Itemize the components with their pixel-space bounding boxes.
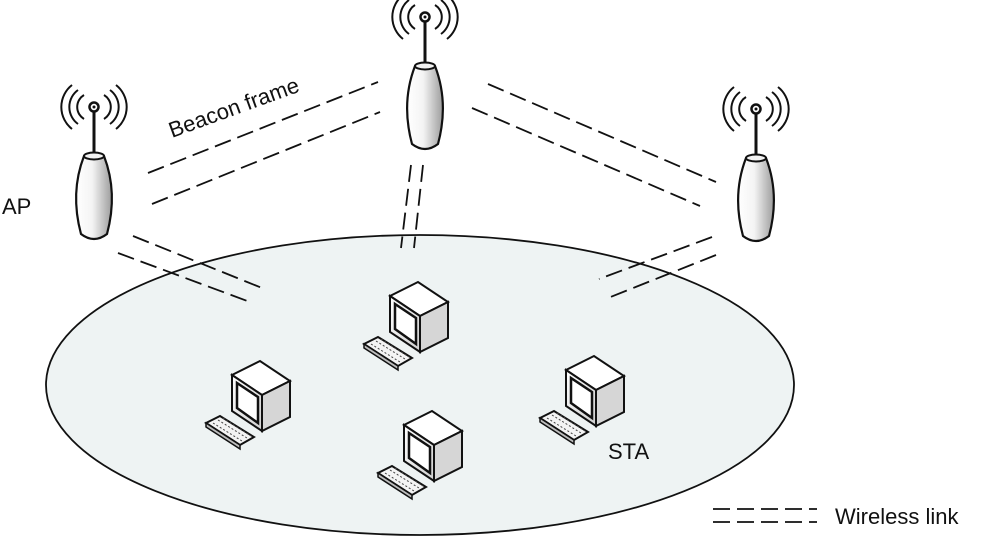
coverage-area <box>45 234 795 536</box>
legend-label: Wireless link <box>835 504 959 529</box>
wireless-links <box>117 81 717 303</box>
legend: Wireless link <box>713 504 959 529</box>
beacon-frame-label: Beacon frame <box>165 72 302 142</box>
access-point-center-icon <box>390 0 460 151</box>
access-point-right-icon <box>721 85 791 243</box>
ap-label: AP <box>2 194 31 219</box>
access-point-left-icon <box>59 83 129 241</box>
sta-label: STA <box>608 439 649 464</box>
